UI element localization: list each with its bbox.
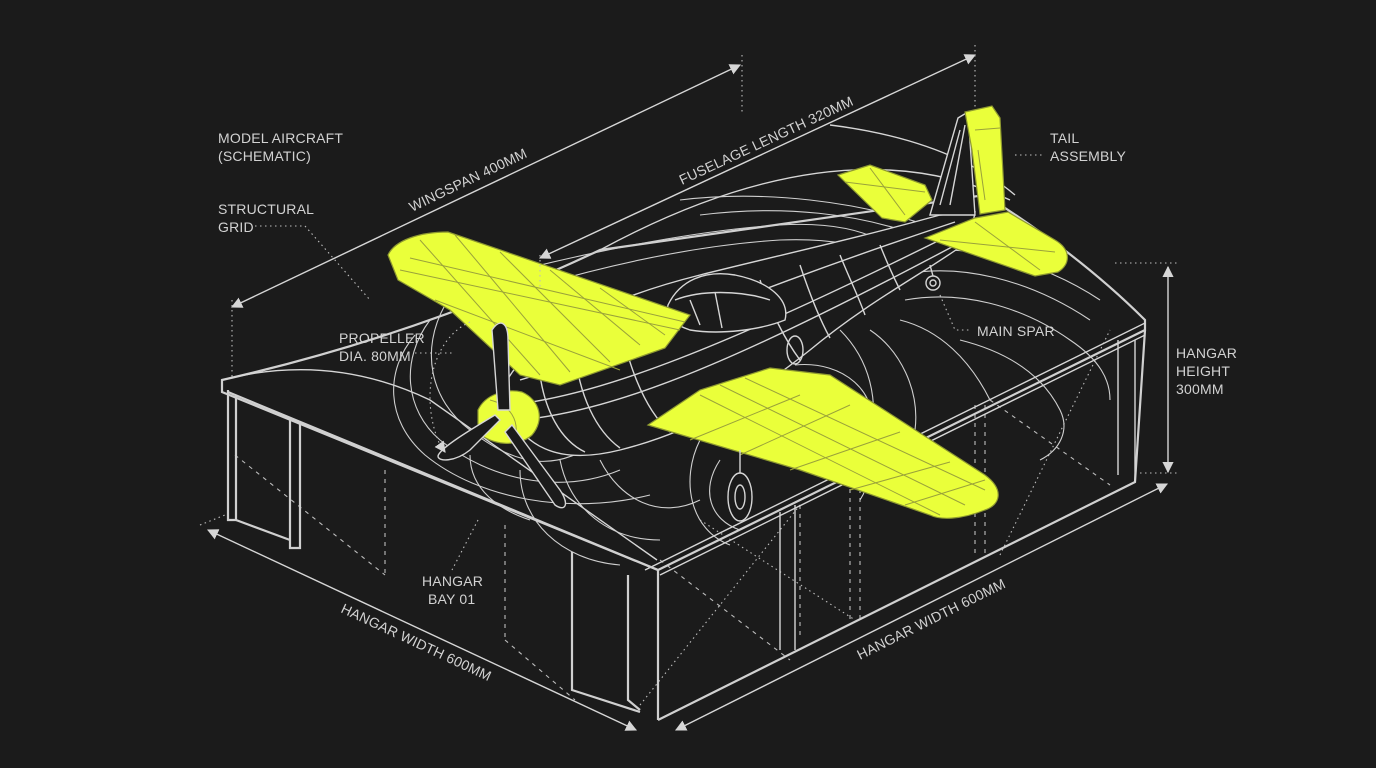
wing-right [646, 367, 999, 519]
propeller-diameter-arc [429, 321, 471, 446]
label-fuselage-length: FUSELAGE LENGTH 320MM [677, 93, 856, 188]
label-wingspan: WINGSPAN 400MM [406, 145, 529, 215]
label-hangar-height: HANGAR HEIGHT 300MM [1176, 345, 1241, 397]
label-hangar-width-left: HANGAR WIDTH 600MM [339, 600, 494, 684]
hangar-width-right-dimension-line [674, 483, 1169, 731]
label-model-aircraft: MODEL AIRCRAFT (SCHEMATIC) [218, 130, 347, 164]
label-propeller: PROPELLER DIA. 80MM [339, 330, 429, 364]
label-tail-assembly: TAIL ASSEMBLY [1050, 130, 1126, 164]
label-hangar-width-right: HANGAR WIDTH 600MM [854, 575, 1008, 662]
label-hangar-bay: HANGAR BAY 01 [422, 573, 487, 607]
dimension-lines [199, 45, 1178, 731]
tail-wheel [925, 264, 941, 291]
label-structural-grid: STRUCTURAL GRID [218, 201, 318, 235]
hangar-width-left-dimension-line [206, 529, 638, 731]
propeller [437, 322, 567, 509]
label-main-spar: MAIN SPAR [977, 323, 1055, 339]
fuselage-length-dimension-line [538, 54, 977, 259]
leader-lines [255, 154, 1045, 354]
vertical-tail-fin [929, 105, 1006, 216]
